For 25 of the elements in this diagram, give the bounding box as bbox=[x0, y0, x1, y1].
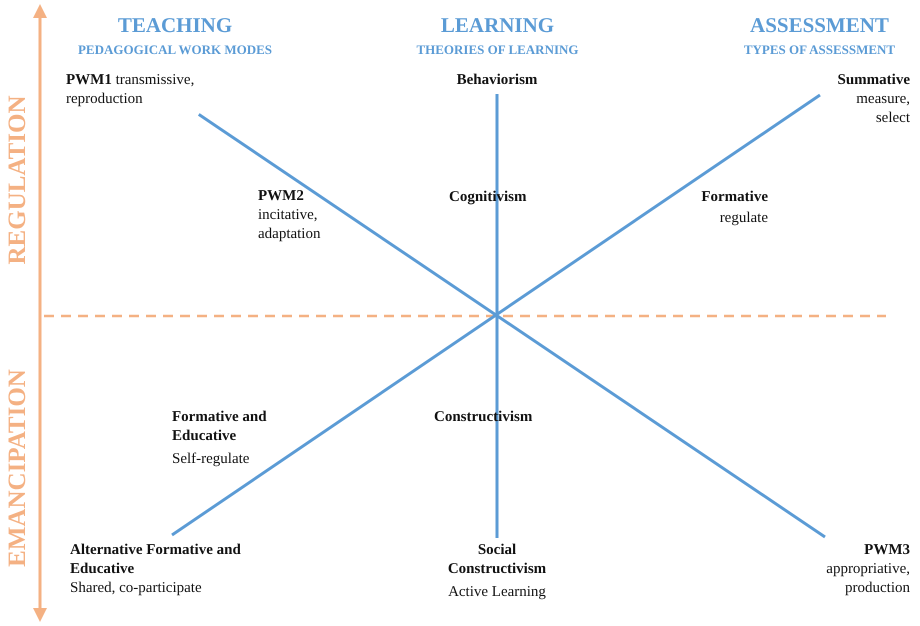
axis-label: REGULATION bbox=[4, 96, 32, 264]
column-subheading: PEDAGOGICAL WORK MODES bbox=[76, 42, 274, 58]
teaching-mode-label: appropriative, production bbox=[825, 560, 910, 598]
stage-label: Formative bbox=[700, 188, 768, 207]
theory-label: Behaviorism bbox=[446, 71, 548, 90]
assessment-label: Summative bbox=[826, 71, 910, 90]
stage-label: PWM2 bbox=[258, 187, 305, 206]
axis-label: EMANCIPATION bbox=[4, 369, 32, 567]
assessment-label: measure, select bbox=[855, 90, 910, 128]
theory-label: Active Learning bbox=[447, 583, 547, 602]
stage-description: regulate bbox=[718, 209, 768, 228]
stage-description: incitative, adaptation bbox=[258, 206, 322, 244]
teaching-mode-label: PWM1 transmissive, reproduction bbox=[66, 71, 236, 109]
column-heading: LEARNING bbox=[440, 12, 556, 38]
stage-description: Self-regulate bbox=[172, 450, 250, 469]
theory-label: Social Constructivism bbox=[430, 541, 564, 579]
assessment-label: Alternative Formative and Educative bbox=[70, 541, 255, 579]
connector-line bbox=[496, 94, 498, 538]
column-subheading: THEORIES OF LEARNING bbox=[415, 42, 580, 58]
assessment-label: Shared, co-participate bbox=[70, 579, 203, 598]
column-subheading: TYPES OF ASSESSMENT bbox=[742, 42, 896, 58]
stage-label: Formative and Educative bbox=[172, 408, 268, 446]
column-heading: ASSESSMENT bbox=[749, 12, 890, 38]
teaching-mode-label: PWM3 bbox=[812, 541, 910, 560]
column-heading: TEACHING bbox=[116, 12, 234, 38]
